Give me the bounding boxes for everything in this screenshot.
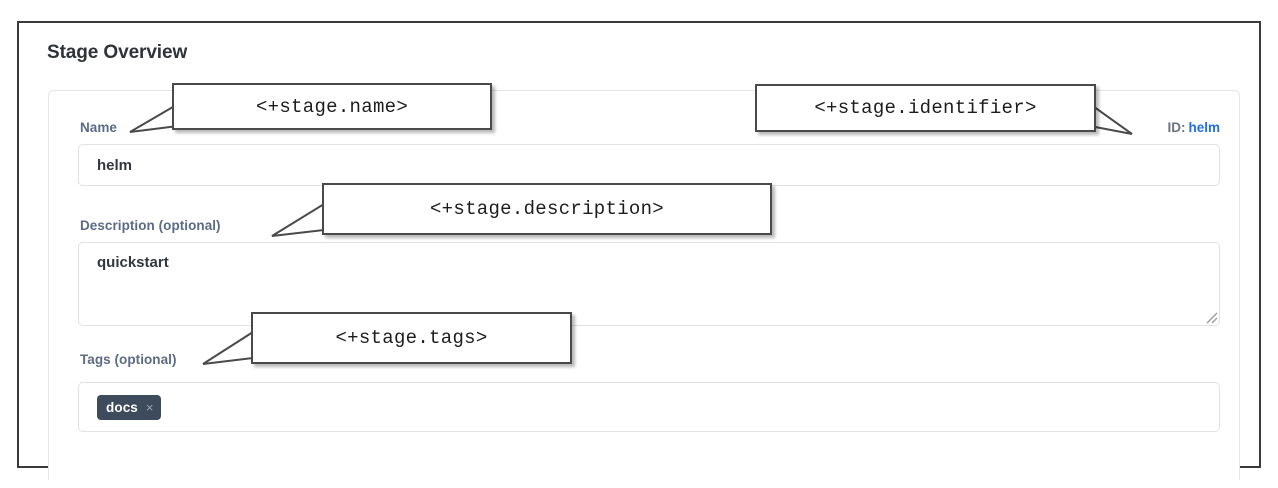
tag-chip-label: docs xyxy=(106,399,138,415)
name-field-label: Name xyxy=(80,120,117,135)
identifier-value[interactable]: helm xyxy=(1188,120,1220,135)
description-textarea[interactable] xyxy=(78,242,1220,326)
callout-stage-description: <+stage.description> xyxy=(322,183,772,235)
callout-stage-identifier: <+stage.identifier> xyxy=(755,84,1096,132)
identifier-label: ID: xyxy=(1167,120,1186,135)
tag-chip[interactable]: docs × xyxy=(97,394,161,420)
description-field-label: Description (optional) xyxy=(80,218,221,233)
tags-input[interactable]: docs × xyxy=(78,382,1220,432)
name-input[interactable] xyxy=(78,144,1220,186)
callout-stage-tags: <+stage.tags> xyxy=(251,312,572,364)
page-title: Stage Overview xyxy=(47,42,188,63)
callout-stage-name: <+stage.name> xyxy=(172,83,492,130)
stage-identifier: ID:helm xyxy=(1167,120,1220,135)
tag-remove-icon[interactable]: × xyxy=(145,399,154,415)
tags-field-label: Tags (optional) xyxy=(80,352,177,367)
